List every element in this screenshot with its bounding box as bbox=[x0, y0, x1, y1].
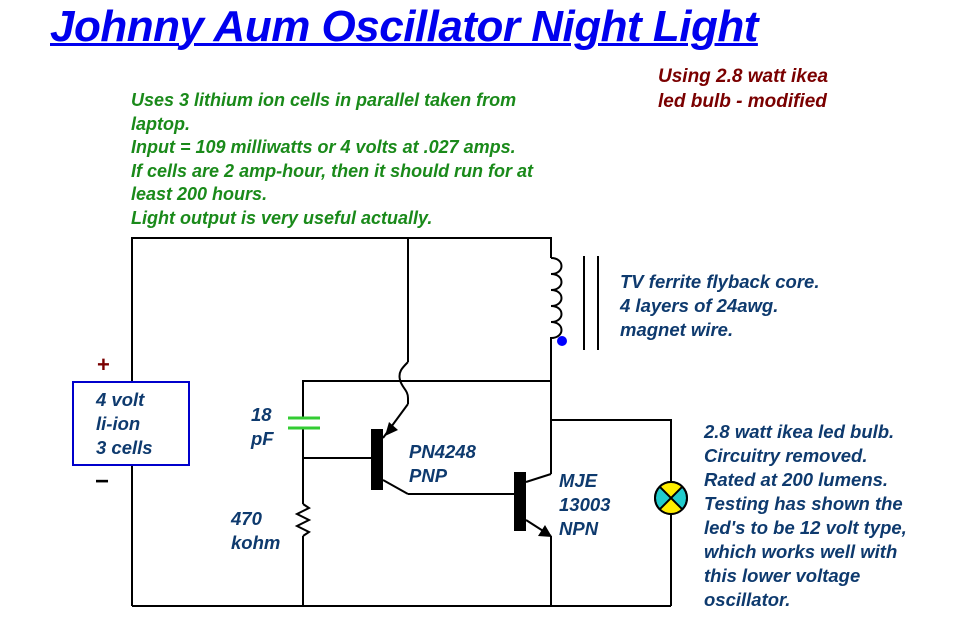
coil-label-line: magnet wire. bbox=[620, 319, 734, 340]
wire-crossover-hop bbox=[398, 361, 409, 404]
description-notes: Uses 3 lithium ion cells in parallel tak… bbox=[131, 89, 533, 230]
lamp-label-line: Rated at 200 lumens. bbox=[704, 469, 889, 490]
note-line: laptop. bbox=[131, 113, 190, 134]
polarity-dot bbox=[557, 336, 567, 346]
coil-label-line: TV ferrite flyback core. bbox=[620, 271, 820, 292]
lamp-label-line: Circuitry removed. bbox=[704, 445, 868, 466]
lamp bbox=[654, 481, 688, 515]
battery-minus: − bbox=[95, 468, 110, 495]
bulb-note: Using 2.8 watt ikea led bulb - modified bbox=[658, 64, 828, 114]
npn-label: MJE 13003 NPN bbox=[559, 469, 610, 541]
coil-label: TV ferrite flyback core. 4 layers of 24a… bbox=[620, 270, 819, 342]
lamp-outline bbox=[654, 481, 688, 515]
pnp-part-number: PN4248 bbox=[409, 441, 476, 462]
inductor bbox=[550, 256, 599, 350]
npn-collector-lead bbox=[525, 473, 552, 483]
pnp-collector-lead bbox=[382, 479, 409, 495]
capacitor bbox=[288, 416, 320, 430]
pnp-emitter-arrow bbox=[385, 422, 398, 436]
npn-type: NPN bbox=[559, 518, 599, 539]
wires bbox=[131, 237, 672, 607]
lamp-label-line: Testing has shown the bbox=[704, 493, 903, 514]
lamp-cross bbox=[658, 485, 684, 511]
lamp-label-line: 2.8 watt ikea led bulb. bbox=[704, 421, 895, 442]
wire-lamp-loop bbox=[551, 419, 672, 606]
bulb-note-line: Using 2.8 watt ikea bbox=[658, 66, 829, 87]
wire-top-rail bbox=[131, 237, 552, 382]
note-line: Uses 3 lithium ion cells in parallel tak… bbox=[131, 90, 517, 110]
note-line: If cells are 2 amp-hour, then it should … bbox=[131, 160, 534, 181]
coil-label-line: 4 layers of 24awg. bbox=[620, 295, 779, 316]
npn-emitter-arrow bbox=[538, 525, 552, 537]
battery-box bbox=[72, 381, 190, 466]
battery-plus: + bbox=[97, 352, 110, 377]
pnp-base-bar bbox=[371, 429, 383, 490]
lamp-label-line: this lower voltage bbox=[704, 565, 861, 586]
lamp-label-line: led's to be 12 volt type, bbox=[704, 517, 907, 538]
resistor bbox=[294, 503, 312, 537]
capacitor-unit: pF bbox=[251, 428, 274, 449]
battery-label-line: li-ion bbox=[96, 413, 141, 434]
resistor-label: 470 kohm bbox=[231, 507, 280, 555]
npn-base-bar bbox=[514, 472, 526, 531]
lamp-segment bbox=[659, 498, 683, 514]
lamp-label-line: which works well with bbox=[704, 541, 898, 562]
lamp-label: 2.8 watt ikea led bulb. Circuitry remove… bbox=[704, 420, 907, 612]
capacitor-label: 18 pF bbox=[251, 403, 274, 451]
note-line: Input = 109 milliwatts or 4 volts at .02… bbox=[131, 137, 516, 157]
note-line: least 200 hours. bbox=[131, 184, 268, 204]
battery-label-line: 3 cells bbox=[96, 437, 153, 458]
wire-capacitor-top bbox=[302, 380, 551, 418]
npn-part-prefix: MJE bbox=[559, 470, 598, 491]
lamp-segment bbox=[659, 482, 683, 498]
npn-transistor bbox=[514, 472, 552, 537]
capacitor-value: 18 bbox=[251, 404, 272, 425]
pnp-transistor bbox=[371, 403, 409, 495]
npn-part-number: 13003 bbox=[559, 494, 611, 515]
resistor-value: 470 bbox=[231, 508, 262, 529]
inductor-coil bbox=[550, 257, 563, 342]
resistor-unit: kohm bbox=[231, 532, 281, 553]
pnp-label: PN4248 PNP bbox=[409, 440, 476, 488]
lamp-label-line: oscillator. bbox=[704, 589, 791, 610]
pnp-type: PNP bbox=[409, 465, 448, 486]
note-line: Light output is very useful actually. bbox=[131, 207, 433, 228]
battery-label-line: 4 volt bbox=[96, 389, 145, 410]
battery-label: 4 volt li-ion 3 cells bbox=[96, 388, 153, 460]
bulb-note-line: led bulb - modified bbox=[658, 91, 827, 112]
page-title: Johnny Aum Oscillator Night Light bbox=[50, 2, 758, 51]
